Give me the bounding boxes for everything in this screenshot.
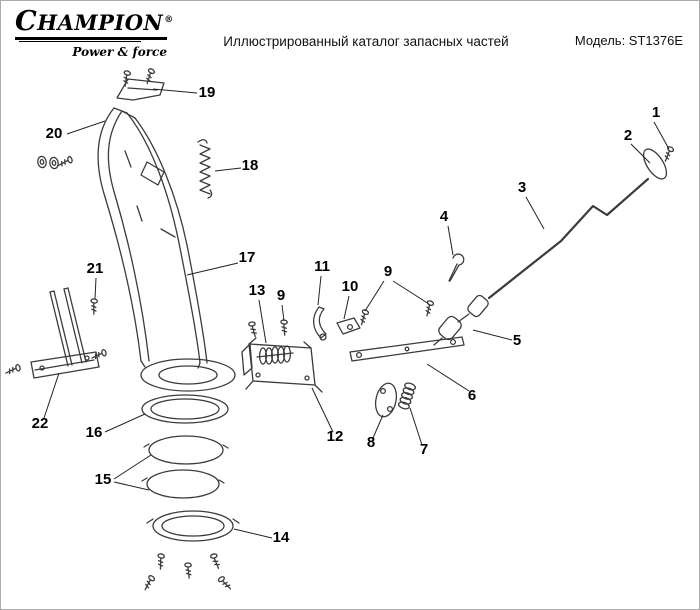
part-17-frame [97,107,208,364]
bottom-fasteners [140,552,233,593]
leader-line-1 [653,121,670,150]
part-number-18: 18 [242,157,259,174]
screw-icon [217,574,233,593]
part-number-8: 8 [367,434,375,451]
screw-icon [209,552,221,571]
leader-line-20 [66,120,106,135]
part-number-2: 2 [624,127,632,144]
screw-icon [119,69,132,88]
leader-line-21 [94,277,97,300]
part-13-worm [256,345,294,365]
leader-line-13 [258,299,267,344]
leader-line-3 [525,196,545,230]
part-15-clamps [141,435,229,499]
part-number-5: 5 [513,332,521,349]
leader-line-12 [311,387,334,433]
part-6-bar [349,336,465,362]
part-number-15: 15 [95,471,112,488]
part-number-20: 20 [46,125,63,142]
brand-underline [15,37,167,42]
part-22-bracket [3,287,108,379]
part-number-3: 3 [518,179,526,196]
screw-icon [89,348,108,361]
part-number-13: 13 [249,282,266,299]
part-7-spring [397,382,417,410]
leader-line-14 [233,528,273,539]
screw-icon [421,299,436,318]
washer-icon [36,155,48,169]
washer-icon [48,156,60,170]
part-11-lever [312,306,327,341]
brand-logo: CHAMPION® Power & force [15,8,173,59]
part-number-4: 4 [440,208,449,225]
leader-line-11 [317,275,322,306]
part-number-1: 1 [652,104,660,121]
part-21-bolt [88,297,99,316]
screw-icon [247,321,258,338]
part-9-bolt-right [356,308,371,326]
leader-line-5 [472,329,513,341]
brand-tagline: Power & force [72,44,167,59]
part-2-grip [642,148,668,180]
screw-icon [183,562,193,579]
part-12-bracket [241,337,323,393]
part-number-17: 17 [239,249,256,266]
leader-line-9 [281,304,285,322]
leader-line-6 [426,363,470,392]
leader-line-10 [343,295,350,320]
part-18-spring [197,139,213,199]
part-number-21: 21 [87,260,104,277]
brand-name: CHAMPION® [15,8,173,35]
part-4-clip [448,253,465,282]
leader-lines [43,88,670,539]
leader-line-9 [364,280,385,312]
part-number-12: 12 [327,428,344,445]
leader-line-15 [113,481,150,491]
part-14-ring [146,510,240,542]
model-label: Модель: ST1376E [574,33,683,48]
part-1-bolt [660,145,676,163]
leader-line-4 [447,225,454,256]
part-5-joint [421,294,489,346]
leader-line-18 [214,167,242,172]
part-number-22: 22 [32,415,49,432]
fasteners-upper-left [36,155,74,170]
part-number-10: 10 [342,278,359,295]
leader-line-22 [43,372,60,419]
leader-line-9 [392,280,430,305]
part-number-9: 9 [384,263,392,280]
registered-mark: ® [164,15,174,25]
part-19-bracket [116,67,165,101]
part-number-16: 16 [86,424,103,441]
leader-line-16 [104,413,146,433]
leader-line-2 [630,143,651,164]
part-number-11: 11 [314,258,330,275]
part-number-14: 14 [273,529,290,546]
leader-line-19 [152,88,198,94]
leader-line-7 [409,407,423,446]
part-number-9: 9 [277,287,285,304]
leader-line-15 [113,454,152,480]
screw-icon [55,155,74,168]
leader-line-8 [372,414,384,439]
frame-base-flange [140,358,236,392]
screw-icon [3,363,22,376]
part-number-6: 6 [468,387,476,404]
screw-icon [154,552,166,571]
part-9-bolt-left [278,319,289,336]
part-10-link [336,317,361,335]
page-title: Иллюстрированный каталог запасных частей [223,34,509,49]
part-16-ring [141,394,229,424]
part-number-19: 19 [199,84,216,101]
leader-line-17 [186,262,239,276]
part-8-plate [374,382,398,418]
part-3-crank-rod [487,177,650,300]
screw-icon [140,574,157,592]
part-number-7: 7 [420,441,428,458]
